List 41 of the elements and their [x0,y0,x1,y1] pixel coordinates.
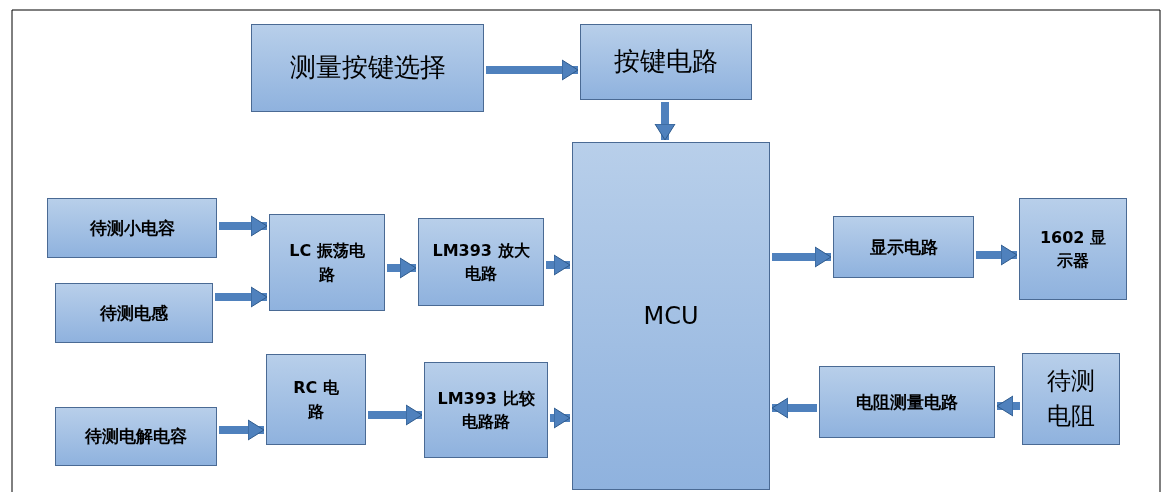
block-label: LM393 比较电路路 [436,387,536,433]
block-label: 显示电路 [869,235,938,259]
block-box [269,214,385,311]
block-label: 按键电路 [614,45,718,79]
block-label: MCU [643,300,699,332]
arrow [771,397,817,419]
arrow [219,215,268,237]
block-box [819,366,995,438]
block-label: RC 电路 [292,377,340,423]
arrow [368,404,423,426]
arrow [550,407,571,429]
block-label: 待测电阻 [1046,366,1096,432]
block-box [55,407,217,466]
block-label: 测量按键选择 [289,51,446,85]
block-box [572,142,770,490]
block-label: 电阻测量电路 [856,390,958,414]
block-label: 1602 显示器 [1038,226,1108,272]
arrow [976,244,1018,266]
arrow [546,254,571,276]
block-box [251,24,484,112]
block-box [580,24,752,100]
arrow [387,257,417,279]
block-box [424,362,548,458]
arrow [772,246,832,268]
block-box [266,354,366,445]
block-box [1022,353,1120,445]
block-label: LM393 放大电路 [431,239,531,285]
block-label: 待测电解电容 [85,425,187,449]
block-label: LC 振荡电路 [288,240,366,286]
arrow [215,286,268,308]
block-box [833,216,974,278]
block-box [418,218,544,306]
block-label: 待测小电容 [89,216,175,240]
arrow [219,419,265,441]
arrow [486,59,579,81]
block-box [55,283,213,343]
arrow [654,102,676,141]
block-label: 待测电感 [100,301,168,325]
block-box [47,198,217,258]
arrow [996,395,1020,417]
block-box [1019,198,1127,300]
